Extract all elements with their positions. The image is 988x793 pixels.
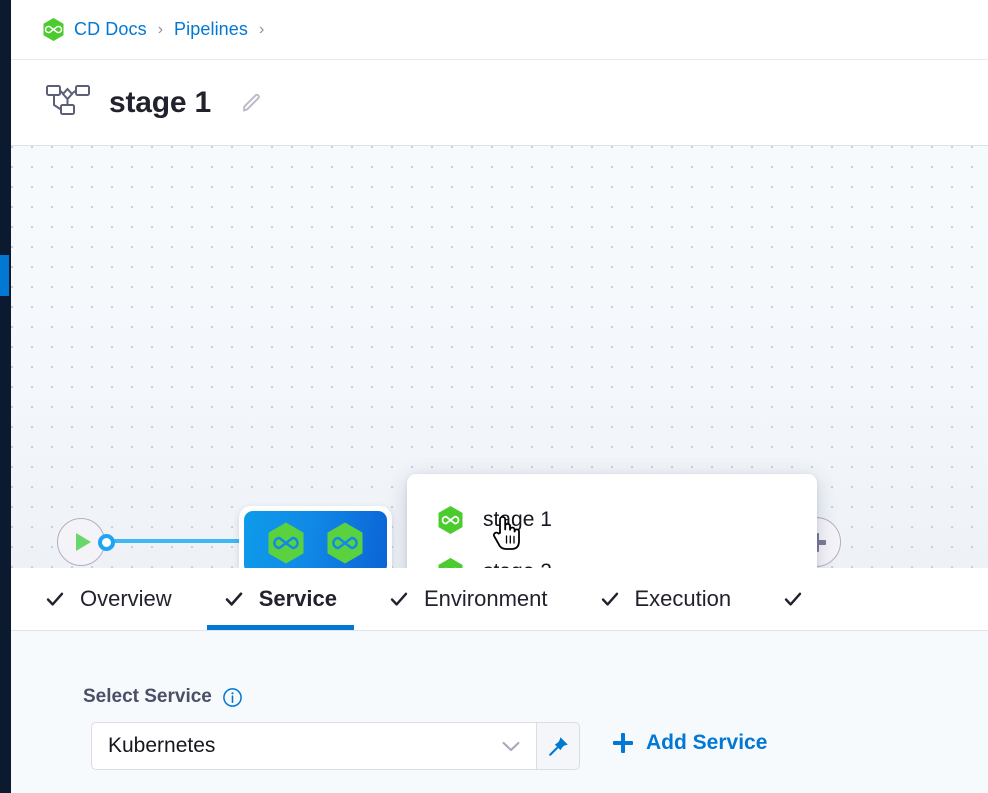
harness-cd-hex-icon — [42, 17, 65, 42]
select-service-label-row: Select Service — [83, 686, 243, 708]
info-icon[interactable] — [222, 687, 243, 708]
add-service-label: Add Service — [646, 731, 768, 754]
nav-rail-active-indicator[interactable] — [0, 255, 9, 296]
tab-label: Overview — [80, 586, 172, 611]
check-icon — [784, 592, 802, 606]
page-title: stage 1 — [109, 85, 211, 119]
page-header: stage 1 — [11, 60, 988, 146]
tab-overview[interactable]: Overview — [45, 568, 172, 630]
select-service-input[interactable]: Kubernetes — [91, 722, 536, 770]
tab-service[interactable]: Service — [206, 568, 355, 630]
pin-service-button[interactable] — [536, 722, 580, 770]
check-icon — [601, 592, 618, 606]
add-service-button[interactable]: Add Service — [613, 731, 767, 755]
stage-tab-bar: Overview Service Environment Execution — [11, 568, 988, 631]
pencil-icon[interactable] — [238, 90, 264, 116]
plus-icon — [613, 733, 633, 753]
select-service-label: Select Service — [83, 686, 212, 707]
tab-environment[interactable]: Environment — [389, 568, 548, 630]
stage-picker-item-label: stage 2 — [483, 560, 552, 568]
breadcrumb-item-cd-docs[interactable]: CD Docs — [74, 19, 147, 39]
check-icon — [390, 592, 408, 606]
tab-label: Environment — [423, 586, 548, 611]
select-service-control: Kubernetes — [91, 722, 580, 770]
chevron-right-icon-trailing: › — [259, 20, 265, 38]
harness-cd-hex-icon — [325, 521, 365, 565]
stage-picker-popup: stage 1 stage 2 — [407, 474, 817, 568]
harness-cd-hex-icon — [437, 505, 464, 535]
check-icon — [46, 592, 64, 606]
pipeline-connector-line — [111, 539, 251, 543]
play-icon — [75, 533, 91, 551]
left-nav-rail — [0, 0, 11, 793]
breadcrumb-bar: CD Docs › Pipelines › — [11, 0, 988, 60]
stage-picker-item-stage-1[interactable]: stage 1 — [407, 494, 817, 546]
harness-cd-hex-icon — [266, 521, 306, 565]
check-icon — [225, 592, 242, 606]
tab-label: Execution — [634, 586, 732, 611]
stage-diagram-icon — [46, 83, 90, 122]
pipeline-canvas[interactable]: stage 1 + 1 more stages Add Stage stage … — [11, 146, 988, 568]
service-form-panel: Select Service Kubernetes — [11, 631, 988, 793]
stage-group-node[interactable] — [239, 506, 392, 568]
pin-icon — [548, 736, 568, 756]
stage-group-node-inner[interactable] — [244, 511, 387, 568]
chevron-down-icon[interactable] — [502, 741, 520, 752]
breadcrumb: CD Docs › Pipelines › — [42, 17, 266, 42]
chevron-right-icon: › — [157, 20, 164, 38]
start-node-port[interactable] — [98, 534, 115, 551]
select-service-value: Kubernetes — [108, 734, 216, 757]
tab-overflow-clipped[interactable] — [783, 568, 818, 630]
harness-cd-hex-icon — [437, 557, 464, 568]
stage-picker-item-label: stage 1 — [483, 508, 552, 531]
tab-label: Service — [258, 586, 337, 611]
breadcrumb-item-pipelines[interactable]: Pipelines — [174, 19, 248, 39]
tab-execution[interactable]: Execution — [600, 568, 732, 630]
stage-picker-item-stage-2[interactable]: stage 2 — [407, 546, 817, 568]
